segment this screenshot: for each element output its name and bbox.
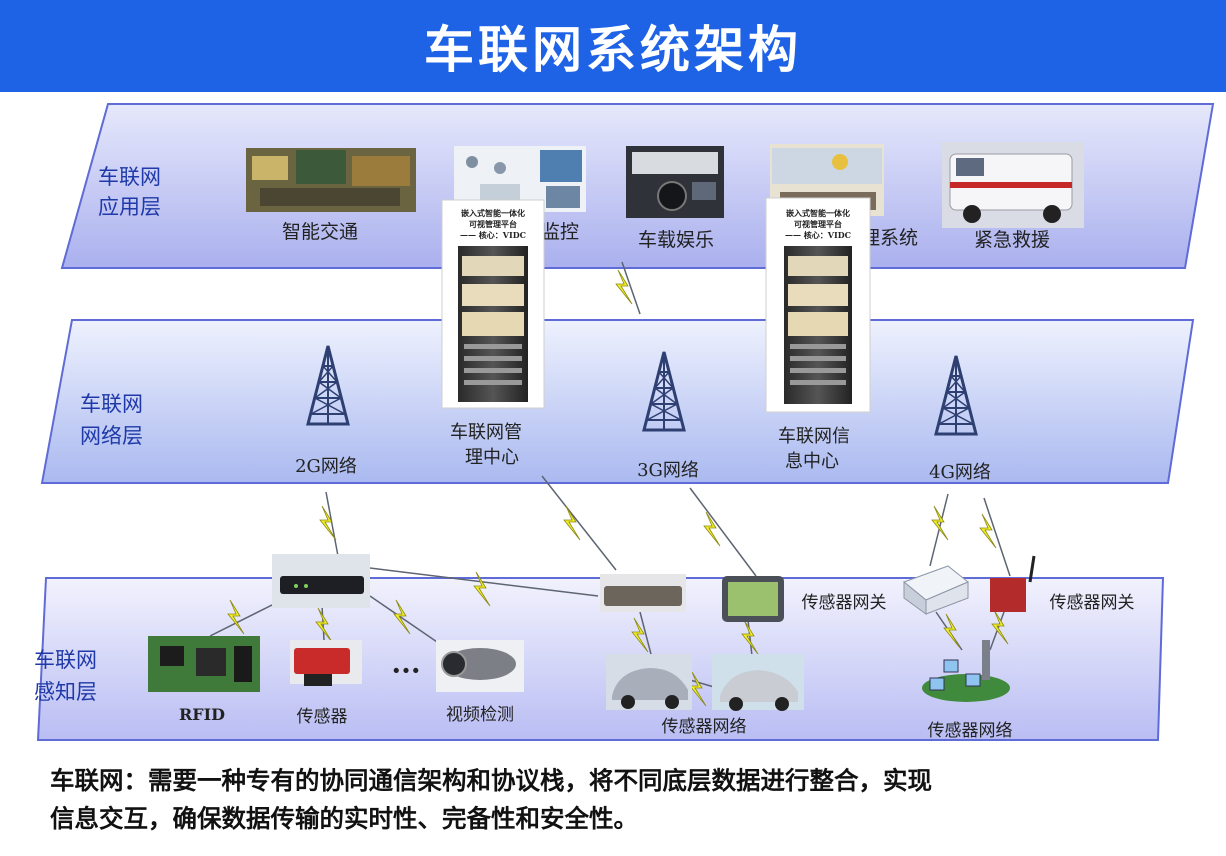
app-monitor-label: 监控 (541, 221, 579, 243)
lightning-icon-6 (979, 513, 997, 549)
rack-right-caption-2: 可视管理平台 (794, 219, 842, 229)
sensor-gateway-2-label: 传感器网关 (1050, 593, 1135, 613)
lightning-icon-1 (615, 269, 633, 305)
sensor-network-1-label: 传感器网络 (662, 717, 747, 737)
rack-right-caption-1: 嵌入式智能一体化 (786, 208, 850, 218)
network-layer-title-1: 车联网 (80, 392, 143, 416)
traffic-photo (246, 148, 416, 212)
app-traffic-label: 智能交通 (282, 221, 358, 243)
rack-left-caption-1: 嵌入式智能一体化 (461, 208, 525, 218)
sensor-label: 传感器 (297, 707, 348, 727)
video-camera-icon (436, 640, 524, 692)
app-entertainment-label: 车载娱乐 (638, 229, 714, 251)
rfid-module-icon (148, 636, 260, 692)
mgmt-center-label-2: 理中心 (465, 447, 519, 468)
server-rack-right-icon (765, 197, 871, 413)
net-4g-label: 4G网络 (929, 462, 991, 483)
caption-line-2: 信息交互，确保数据传输的实时性、完备性和安全性。 (50, 804, 638, 833)
application-layer-title-2: 应用层 (98, 195, 161, 219)
app-rescue-label: 紧急救援 (974, 229, 1050, 251)
video-label: 视频检测 (446, 705, 514, 725)
page-title: 车联网系统架构 (424, 21, 802, 79)
gateway-board-icon (990, 555, 1036, 612)
more-devices-dots: ··· (391, 654, 420, 687)
sensor-network-2-label: 传感器网络 (928, 721, 1013, 741)
info-center-label-1: 车联网信 (778, 426, 850, 447)
rack-right-caption-3: —— 核心：VIDC (785, 230, 851, 240)
application-layer-title-1: 车联网 (98, 165, 161, 189)
sensor-gateway-1-label: 传感器网关 (802, 593, 887, 613)
perception-layer-band (36, 577, 1165, 741)
rfid-label: RFID (179, 705, 225, 724)
caption-line-1: 车联网：需要一种专有的协同通信架构和协议栈，将不同底层数据进行整合，实现 (50, 766, 932, 795)
server-rack-left-icon (441, 199, 545, 409)
gateway-box-icon (903, 565, 969, 615)
mgmt-center-label-1: 车联网管 (450, 422, 522, 443)
perception-layer-title-2: 感知层 (34, 680, 97, 704)
title-banner: 车联网系统架构 (0, 0, 1226, 92)
entertainment-photo (626, 146, 724, 218)
car-2-photo (712, 654, 804, 711)
info-center-label-2: 息中心 (785, 451, 839, 472)
net-2g-label: 2G网络 (295, 456, 357, 477)
net-3g-label: 3G网络 (637, 460, 699, 481)
vehicle-gateway-icon (600, 574, 686, 612)
lightning-icon-3 (563, 505, 581, 541)
sensor-network-cluster-icon (922, 640, 1010, 702)
caption-block: 车联网：需要一种专有的协同通信架构和协议栈，将不同底层数据进行整合，实现 信息交… (50, 762, 1200, 838)
network-layer-band (40, 319, 1195, 484)
rack-left-caption-3: —— 核心：VIDC (460, 230, 526, 240)
rack-left-caption-2: 可视管理平台 (469, 219, 517, 229)
network-layer-title-2: 网络层 (80, 424, 143, 448)
gps-device-icon (722, 576, 784, 622)
perception-layer-title-1: 车联网 (34, 648, 97, 672)
sensor-device-icon (290, 640, 362, 686)
ambulance-photo (942, 142, 1084, 228)
router-device-icon (272, 554, 370, 608)
car-1-photo (606, 654, 692, 710)
